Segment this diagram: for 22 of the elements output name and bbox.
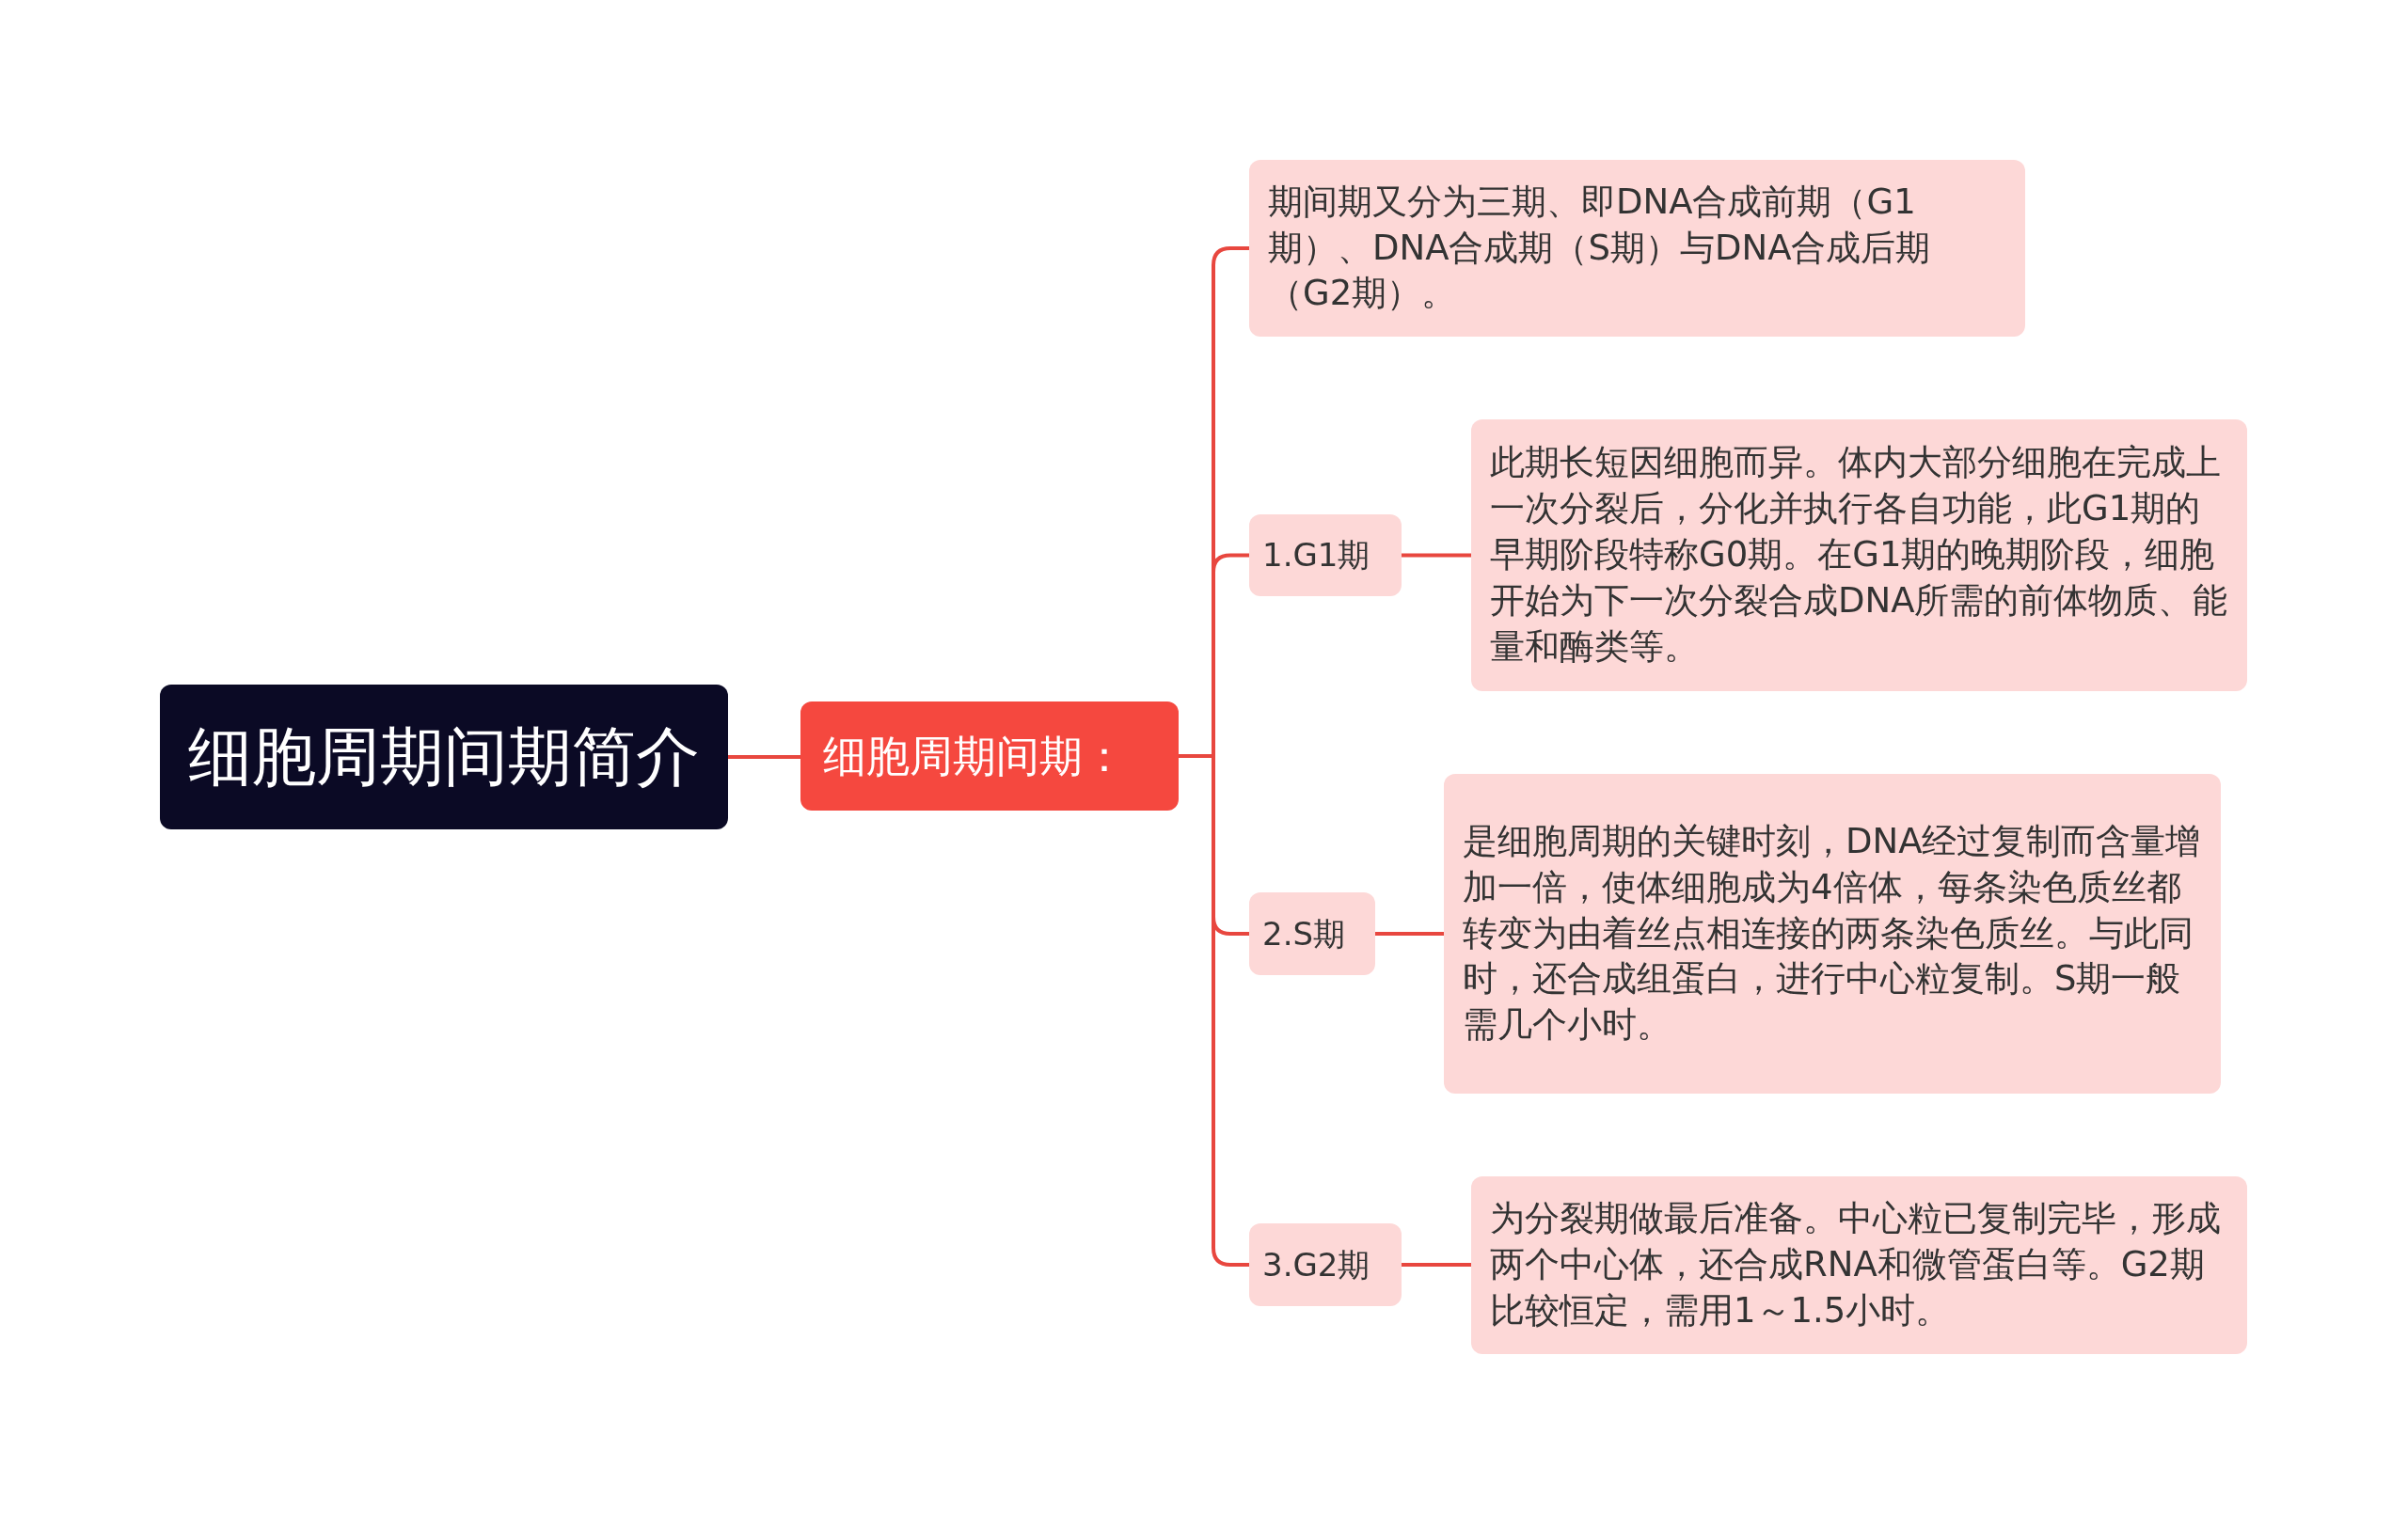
detail-box: [1249, 160, 2025, 337]
topic-text: 为分裂期做最后准备。中心粒已复制完毕，形成两个中心体，还合成RNA和微管蛋白等。G2期比较恒定，需用1～1.5小时。: [1490, 1197, 2222, 1332]
detail-box: [1471, 419, 2247, 691]
subtopic-box: [1249, 514, 1402, 596]
connector-line: [1402, 553, 1471, 558]
topic-text: 细胞周期间期简介: [188, 718, 700, 796]
connector-line: [1375, 932, 1444, 936]
topic-text: 此期长短因细胞而异。体内大部分细胞在完成上一次分裂后，分化并执行各自功能，此G1期的早期阶段特称G0期。在G1期的晚期阶段，细胞开始为下一次分裂合成DNA所需的前体物质、能量和酶类等。: [1490, 441, 2228, 669]
topic-text: 1.G1期: [1262, 535, 1370, 576]
topic-text: 3.G2期: [1262, 1244, 1370, 1285]
connector-line: [728, 755, 800, 759]
subtopic-box: [1249, 1223, 1402, 1306]
topic-text: 细胞周期间期：: [823, 729, 1126, 783]
topic-text: 是细胞周期的关键时刻，DNA经过复制而含量增加一倍，使体细胞成为4倍体，每条染色质丝都转变为由着丝点相连接的两条染色质丝。与此同时，还合成组蛋白，进行中心粒复制。S期一般需几个小时。: [1463, 819, 2202, 1048]
subtopic-box: [1249, 892, 1375, 975]
topic-text: 期间期又分为三期、即DNA合成前期（G1期）、DNA合成期（S期）与DNA合成后期（G2期）。: [1268, 180, 1932, 316]
root-topic-box: [160, 685, 728, 829]
detail-box: [1471, 1176, 2247, 1354]
main-topic-box: [800, 701, 1179, 811]
connector-line: [1402, 1263, 1471, 1267]
detail-box: [1444, 774, 2221, 1094]
topic-text: 2.S期: [1262, 913, 1346, 954]
